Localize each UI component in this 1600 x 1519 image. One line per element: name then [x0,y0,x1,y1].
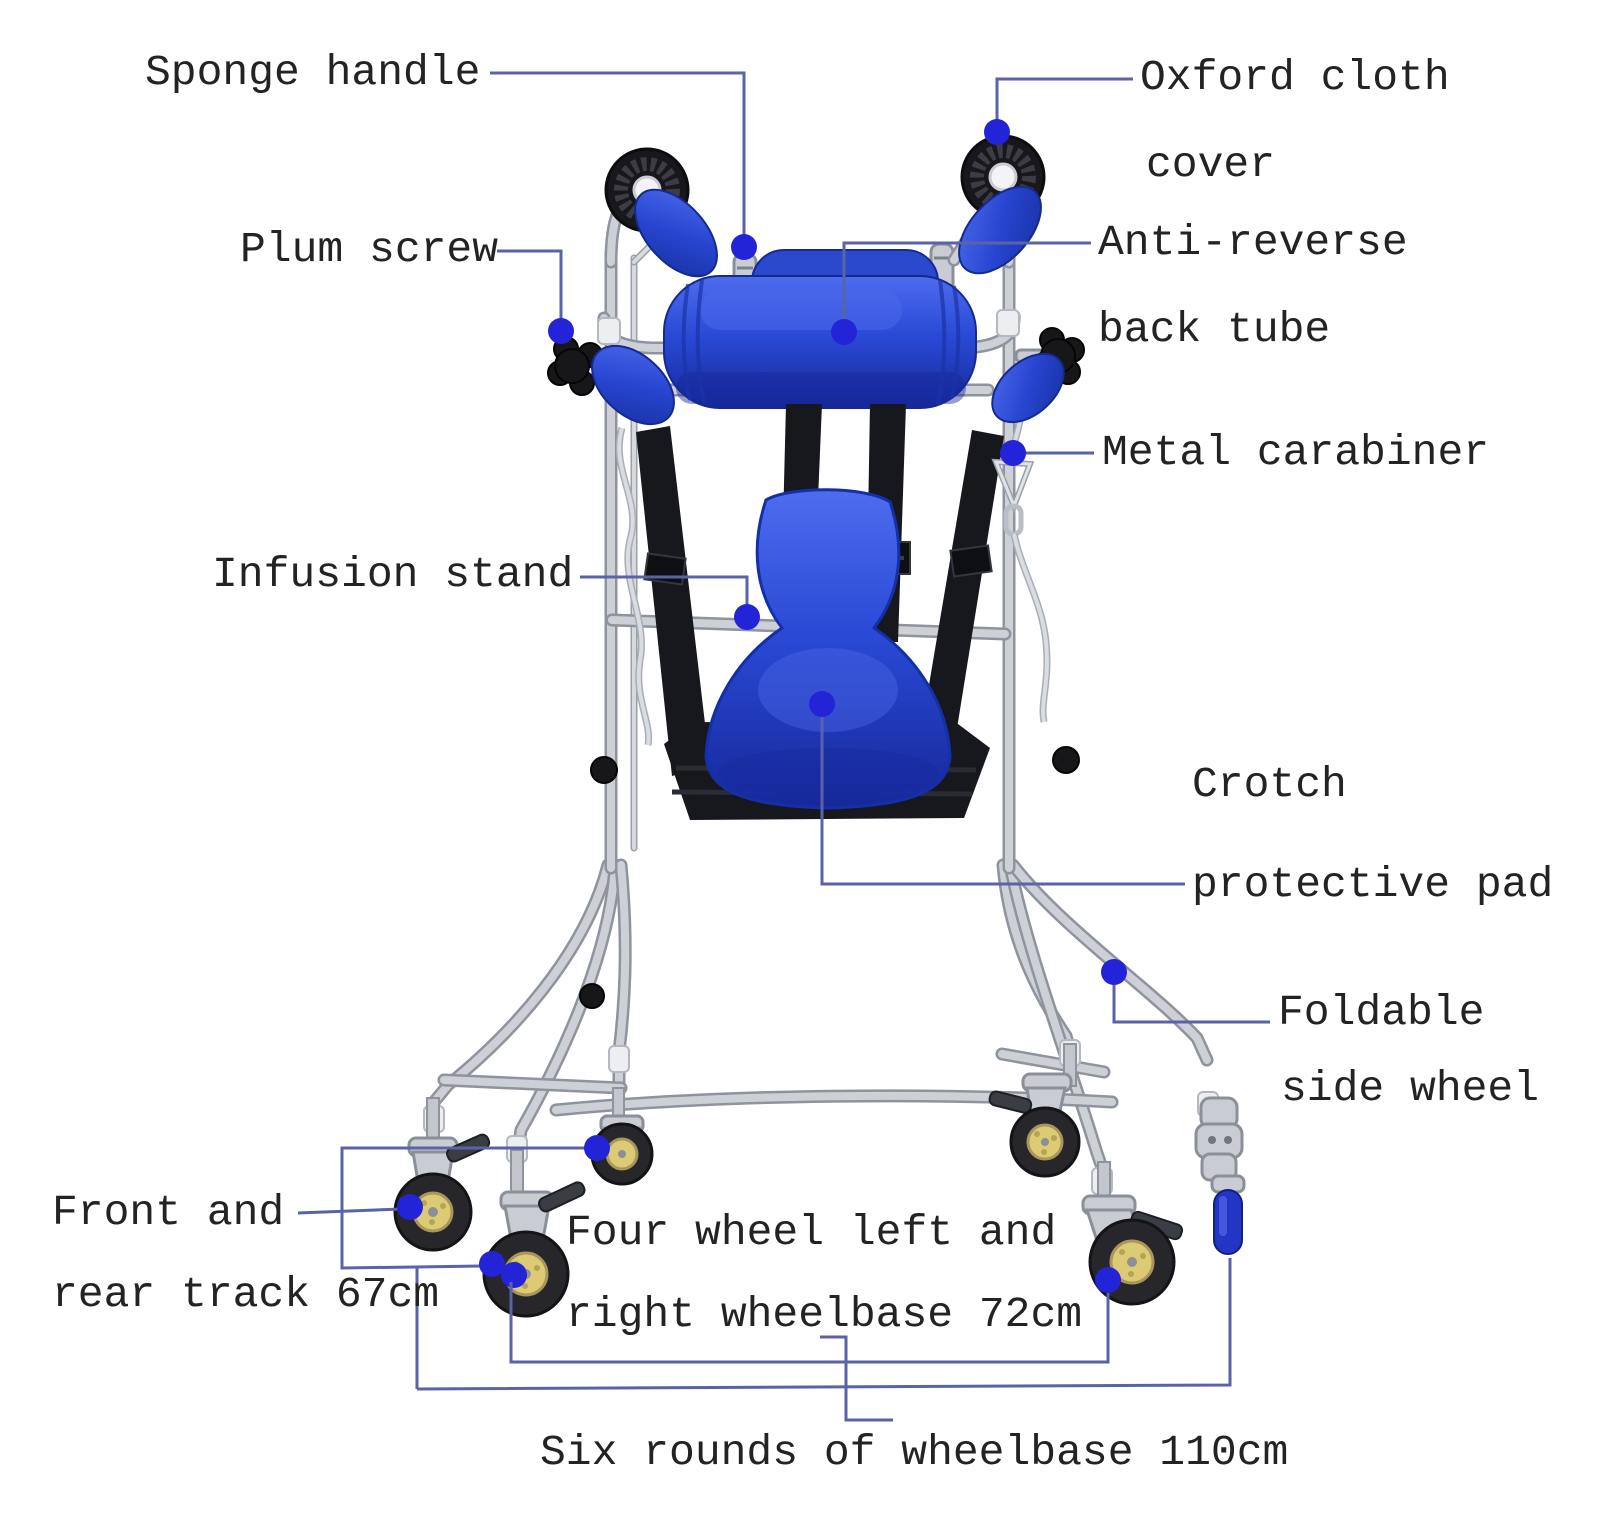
label-four-wheel-1: Four wheel left and [566,1208,1057,1257]
bracket-four-wheel [509,1282,1110,1364]
label-front-rear-2: rear track 67cm [52,1270,440,1319]
label-four-wheel-2: right wheelbase 72cm [566,1290,1083,1339]
label-plum-screw: Plum screw [240,225,499,274]
label-six-rounds: Six rounds of wheelbase 110cm [540,1428,1289,1477]
leader-plum-screw [497,249,563,324]
oxford-cloth-cushion [663,249,977,409]
label-anti-reverse-1: Anti-reverse [1098,218,1408,267]
foldable-side-wheel-part [1194,1096,1246,1255]
sponge-roller-right [958,185,1042,275]
side-pad-left [591,344,675,426]
leader-crotch-pad [820,712,1185,886]
adjust-knob-right [1052,746,1080,774]
label-foldable-1: Foldable [1278,988,1485,1037]
label-metal-carabiner: Metal carabiner [1102,428,1490,477]
label-sponge-handle: Sponge handle [145,48,481,97]
label-front-rear-1: Front and [52,1188,285,1237]
caster-right-rear [988,1043,1081,1178]
connector-four-wheel-text [820,1335,893,1422]
crotch-protective-pad [664,488,990,820]
label-oxford-cloth-1: Oxford cloth [1140,53,1450,102]
label-oxford-cloth-2: cover [1146,140,1276,189]
adjust-knob-leg [579,983,605,1009]
leader-oxford-cloth [995,77,1133,124]
handles [604,134,1046,278]
leader-front-rear-dash [297,1207,403,1215]
label-foldable-2: side wheel [1281,1064,1540,1113]
frame-legs [427,858,1214,1175]
sponge-roller-left [634,188,718,278]
bracket-front-rear [340,1146,588,1270]
adjust-knob-left [590,756,618,784]
annotation-leaders [297,71,1270,1422]
label-crotch-pad-1: Crotch [1192,760,1347,809]
leader-sponge-handle [490,71,746,240]
leader-infusion-stand [580,575,749,610]
side-pad-right [991,352,1065,424]
infusion-stand-rod [630,242,654,852]
label-crotch-pad-2: protective pad [1192,860,1554,909]
leader-foldable-side-wheel [1112,980,1270,1024]
label-anti-reverse-2: back tube [1098,305,1331,354]
bracket-six-rounds [416,1258,1232,1391]
label-infusion-stand: Infusion stand [212,550,574,599]
leader-anti-reverse [842,241,1091,324]
